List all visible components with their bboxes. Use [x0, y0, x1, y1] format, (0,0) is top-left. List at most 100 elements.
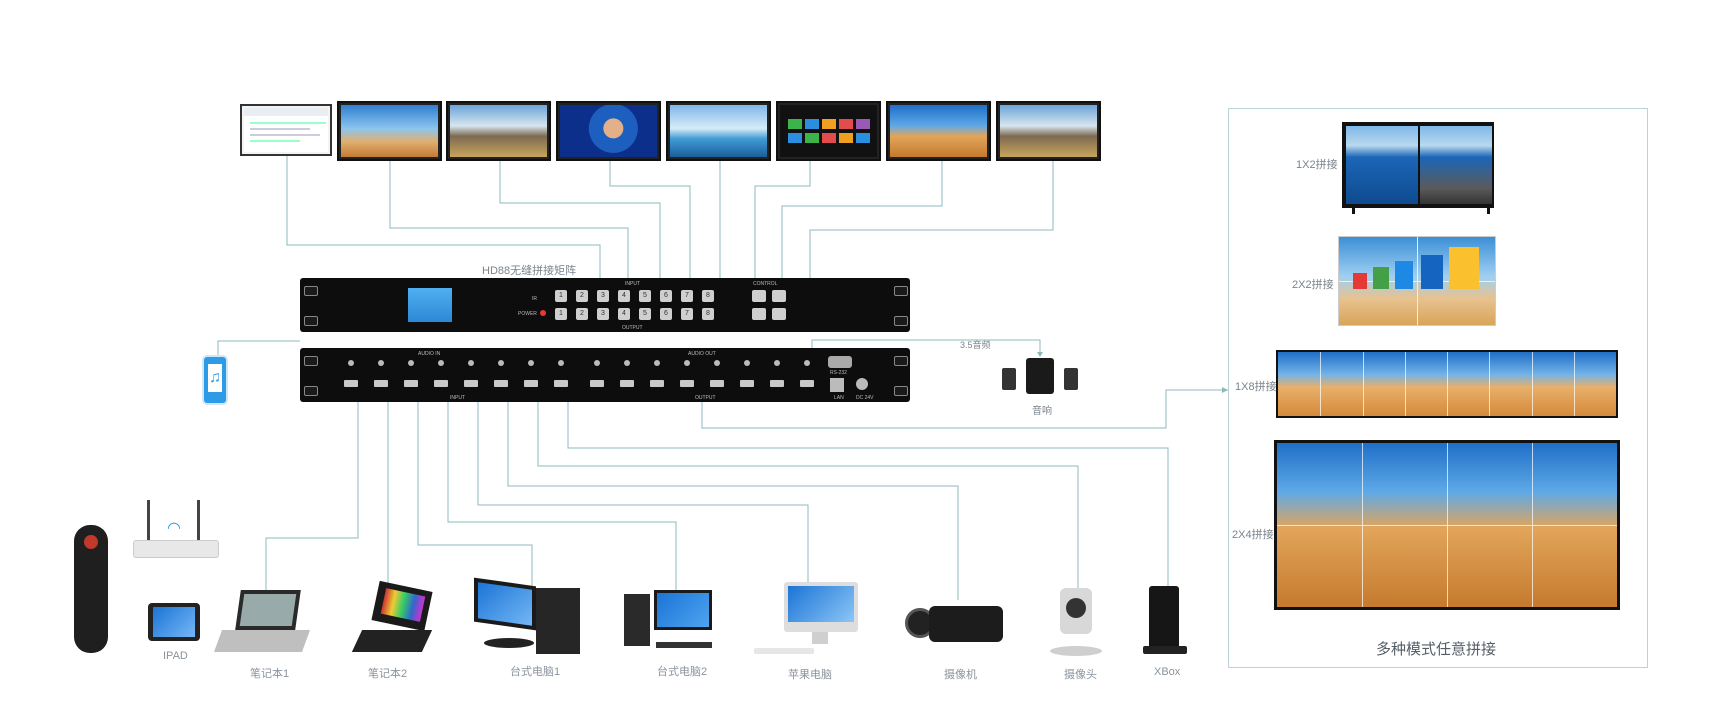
hdmi-input-port-8[interactable] [554, 380, 568, 387]
input-button-2[interactable]: 2 [576, 290, 588, 302]
speaker-label: 音响 [1032, 406, 1052, 417]
source-label-laptop-1: 笔记本1 [250, 668, 290, 680]
output-monitor-7 [886, 101, 991, 161]
control-button-2[interactable] [772, 290, 786, 302]
output-button-5[interactable]: 5 [639, 308, 651, 320]
dc-power-label: DC 24V [856, 395, 874, 401]
lan-label: LAN [834, 395, 844, 401]
output-monitor-1 [240, 104, 332, 156]
input-button-6[interactable]: 6 [660, 290, 672, 302]
speaker-icon [1002, 358, 1080, 398]
audio-jack-15[interactable] [774, 360, 780, 366]
audio-jack-2[interactable] [378, 360, 384, 366]
lcd-display [408, 288, 452, 322]
desktop-1-icon [474, 577, 586, 656]
output-monitor-2 [337, 101, 442, 161]
mode-label-2x2: 2X2拼接 [1292, 279, 1334, 291]
hdmi-input-port-6[interactable] [494, 380, 508, 387]
output-button-4[interactable]: 4 [618, 308, 630, 320]
wall-divider [1277, 525, 1617, 526]
audio-jack-14[interactable] [744, 360, 750, 366]
rs232-port[interactable] [828, 356, 852, 368]
input-button-7[interactable]: 7 [681, 290, 693, 302]
audio-jack-8[interactable] [558, 360, 564, 366]
audio-in-label: AUDIO IN [418, 351, 441, 357]
power-label: POWER [518, 311, 537, 317]
input-button-8[interactable]: 8 [702, 290, 714, 302]
control-button-3[interactable] [752, 308, 766, 320]
hdmi-output-port-6[interactable] [740, 380, 754, 387]
output-label: OUTPUT [622, 325, 643, 331]
wall-divider [1447, 352, 1448, 416]
tv-2x2 [1338, 236, 1496, 326]
hdmi-input-port-7[interactable] [524, 380, 538, 387]
camcorder-icon [905, 598, 1009, 648]
audio-jack-4[interactable] [438, 360, 444, 366]
wall-divider [1320, 352, 1322, 416]
audio-jack-11[interactable] [654, 360, 660, 366]
hdmi-input-port-1[interactable] [344, 380, 358, 387]
imac-icon [754, 582, 864, 660]
audio-out-label: AUDIO OUT [688, 351, 716, 357]
hdmi-input-port-2[interactable] [374, 380, 388, 387]
webcam-icon [1050, 588, 1102, 660]
laptop-2-icon [351, 580, 441, 660]
panel-caption: 多种模式任意拼接 [1376, 641, 1497, 658]
hdmi-input-port-4[interactable] [434, 380, 448, 387]
audio-jack-5[interactable] [468, 360, 474, 366]
output-button-6[interactable]: 6 [660, 308, 672, 320]
wall-2x4 [1274, 440, 1620, 610]
phone-icon: ♫ [202, 355, 228, 405]
output-button-3[interactable]: 3 [597, 308, 609, 320]
dc-port[interactable] [856, 378, 868, 390]
router-icon: ◠ [133, 500, 219, 562]
output-button-7[interactable]: 7 [681, 308, 693, 320]
input-button-4[interactable]: 4 [618, 290, 630, 302]
hdmi-output-port-4[interactable] [680, 380, 694, 387]
hdmi-input-port-3[interactable] [404, 380, 418, 387]
lan-port[interactable] [830, 378, 844, 392]
wall-divider [1531, 352, 1533, 416]
source-label-camcorder: 摄像机 [944, 669, 977, 681]
audio-jack-6[interactable] [498, 360, 504, 366]
output-monitor-6 [776, 101, 881, 161]
hdmi-input-port-5[interactable] [464, 380, 478, 387]
hdmi-output-port-8[interactable] [800, 380, 814, 387]
input-button-3[interactable]: 3 [597, 290, 609, 302]
source-label-desktop-1: 台式电脑1 [510, 666, 561, 678]
audio-jack-7[interactable] [528, 360, 534, 366]
audio-jack-16[interactable] [804, 360, 810, 366]
output-monitor-4 [556, 101, 661, 161]
input-button-1[interactable]: 1 [555, 290, 567, 302]
ir-label: IR [532, 296, 537, 302]
mode-label-1x2: 1X2拼接 [1296, 159, 1338, 171]
output-button-2[interactable]: 2 [576, 308, 588, 320]
source-label-ipad: IPAD [163, 650, 188, 662]
output-button-8[interactable]: 8 [702, 308, 714, 320]
audio-jack-13[interactable] [714, 360, 720, 366]
hdmi-output-port-3[interactable] [650, 380, 664, 387]
audio-jack-10[interactable] [624, 360, 630, 366]
rear-output-label: OUTPUT [695, 395, 716, 401]
output-monitor-8 [996, 101, 1101, 161]
matrix-rear-panel: AUDIO IN AUDIO OUT INPUT OUTPUT RS-232 L… [300, 348, 910, 402]
input-button-5[interactable]: 5 [639, 290, 651, 302]
source-label-imac: 苹果电脑 [788, 669, 832, 681]
audio-jack-12[interactable] [684, 360, 690, 366]
hdmi-output-port-2[interactable] [620, 380, 634, 387]
control-button-4[interactable] [772, 308, 786, 320]
audio-jack-3[interactable] [408, 360, 414, 366]
wall-1x8 [1276, 350, 1618, 418]
wall-divider [1573, 352, 1575, 416]
hdmi-output-port-7[interactable] [770, 380, 784, 387]
source-label-xbox: XBox [1154, 666, 1181, 678]
audio-label: 3.5音频 [960, 340, 991, 350]
output-button-1[interactable]: 1 [555, 308, 567, 320]
hdmi-output-port-1[interactable] [590, 380, 604, 387]
audio-jack-1[interactable] [348, 360, 354, 366]
control-button-1[interactable] [752, 290, 766, 302]
wall-divider [1404, 352, 1406, 416]
hdmi-output-port-5[interactable] [710, 380, 724, 387]
rear-input-label: INPUT [450, 395, 465, 401]
audio-jack-9[interactable] [594, 360, 600, 366]
